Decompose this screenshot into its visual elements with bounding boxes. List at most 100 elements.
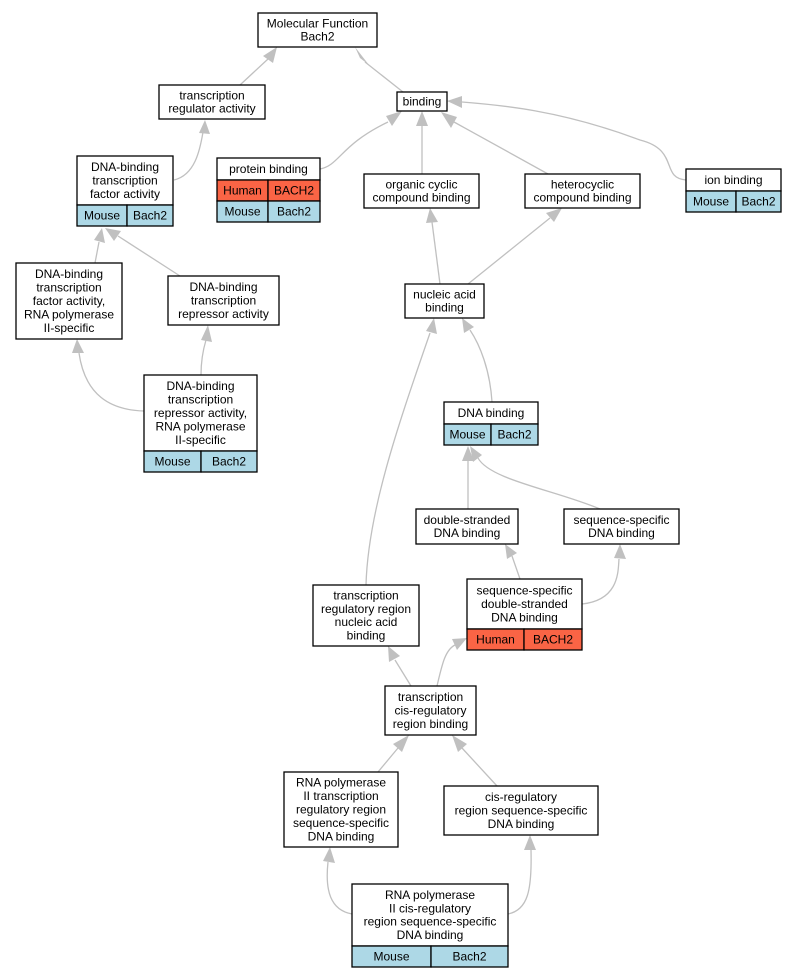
arrowhead-nucleic_acid-to-organic_cyclic	[426, 208, 438, 223]
node-title-line: regulator activity	[168, 102, 255, 116]
node-title-line: sequence-specific	[573, 513, 669, 527]
node-title-line: DNA binding	[434, 526, 501, 540]
node-title-line: DNA-binding	[91, 160, 159, 174]
node-box	[415, 508, 519, 545]
species-label: Mouse	[693, 195, 729, 209]
species-label: Mouse	[373, 950, 409, 964]
node-title-line: DNA-binding	[189, 280, 257, 294]
arrowhead-dna_binding-to-nucleic_acid	[462, 318, 474, 333]
edge-ss_ds_dna-to-ss_dna	[581, 558, 620, 605]
edge-binding-to-root	[364, 61, 404, 93]
node-box	[158, 84, 266, 120]
node-title-line: factor activity,	[33, 294, 105, 308]
arrowhead-rnap_cis-to-cis_reg	[524, 835, 536, 850]
arrowhead-ds_dna-to-dna_binding	[462, 446, 474, 461]
edge-dbtra_rnap-to-dbtra	[200, 339, 207, 376]
node-title-line: binding	[347, 629, 386, 643]
edge-nucleic_acid-to-heterocyclic	[467, 217, 551, 285]
gene-cell	[126, 204, 174, 227]
edge-dbtra-to-dbtfa	[117, 235, 181, 277]
arrowhead-nucleic_acid-to-heterocyclic	[546, 208, 562, 222]
node-title-line: RNA polymerase	[155, 419, 245, 433]
node-title-line: DNA-binding	[35, 267, 103, 281]
node-title-line: compound binding	[372, 191, 470, 205]
edge-dbtra_rnap-to-dbtfa_rnap	[78, 352, 145, 412]
arrowhead-binding-to-root	[355, 47, 369, 65]
species-label: Mouse	[449, 428, 485, 442]
gene-label: Bach2	[212, 455, 246, 469]
node-title-line: regulatory region	[321, 602, 411, 616]
node-box	[443, 785, 599, 836]
node-title-line: repressor activity,	[154, 406, 247, 420]
node-box	[466, 578, 583, 630]
node-box	[404, 283, 485, 319]
node-title-line: factor activity	[90, 187, 160, 201]
gene-label: Bach2	[497, 428, 531, 442]
nodes: Molecular FunctionBach2transcriptionregu…	[15, 12, 782, 968]
species-label: Human	[476, 633, 515, 647]
node-box	[312, 584, 420, 647]
arrowhead-heterocyclic-to-binding	[441, 112, 457, 128]
arrowhead-ion_binding-to-binding	[447, 96, 462, 108]
node-title-line: II-specific	[175, 433, 226, 447]
node-title-line: transcription	[191, 294, 256, 308]
species-label: Mouse	[154, 455, 190, 469]
gene-cell	[735, 190, 782, 213]
node-title-line: double-stranded	[424, 513, 511, 527]
node-title-line: transcription	[92, 174, 157, 188]
node-title-line: II-specific	[44, 321, 95, 335]
node-title-line: RNA polymerase	[296, 776, 386, 790]
node-title-line: nucleic acid	[413, 287, 476, 301]
node-title-line: sequence-specific	[476, 584, 572, 598]
node-box	[396, 91, 448, 112]
node-title-line: region sequence-specific	[455, 804, 588, 818]
node-title-line: nucleic acid	[335, 615, 398, 629]
arrowhead-protein_binding-to-binding	[386, 111, 402, 126]
gene-label: Bach2	[452, 950, 486, 964]
node-title-line: DNA binding	[397, 928, 464, 942]
edge-dna_binding-to-nucleic_acid	[469, 329, 493, 403]
node-title-line: compound binding	[533, 191, 631, 205]
node-title-line: RNA polymerase	[385, 888, 475, 902]
edge-rnap_tr-to-tcrb	[377, 747, 399, 773]
node-box	[143, 374, 258, 452]
node-box	[351, 883, 509, 947]
edge-rnap_cis-to-cis_reg	[507, 849, 532, 915]
arrowhead-dbtra-to-dbtfa	[105, 228, 121, 241]
node-title-line: DNA binding	[308, 829, 375, 843]
species-label: Mouse	[84, 209, 120, 223]
node-title-line: ion binding	[704, 173, 762, 187]
arrowhead-dbtra_rnap-to-dbtra	[201, 325, 212, 342]
node-title-line: Molecular Function	[267, 16, 368, 30]
edge-tra-to-root	[239, 58, 269, 86]
gene-cell	[523, 628, 583, 651]
edge-ion_binding-to-binding	[461, 101, 687, 181]
edge-dbtfa-to-tra	[173, 131, 204, 181]
node-title-line: cis-regulatory	[394, 704, 466, 718]
node-binding[interactable]: binding	[396, 91, 448, 112]
arrowhead-dbtfa-to-tra	[199, 120, 210, 134]
node-title-line: region sequence-specific	[364, 915, 497, 929]
edge-cis_reg-to-tcrb	[461, 747, 498, 787]
